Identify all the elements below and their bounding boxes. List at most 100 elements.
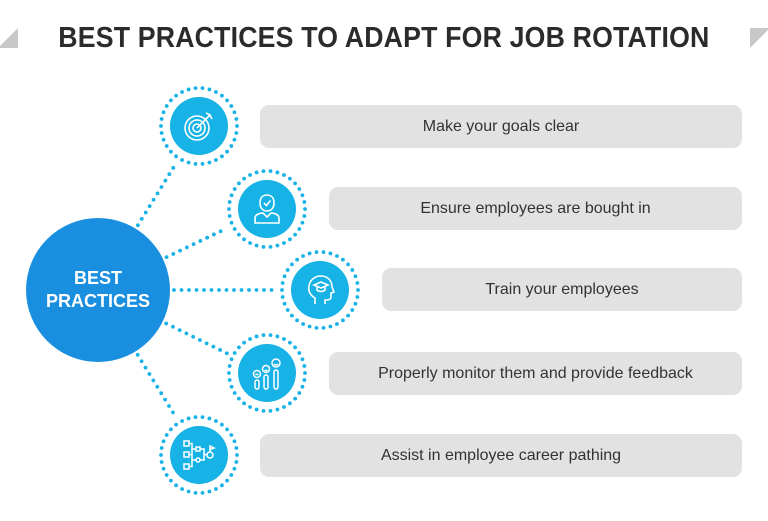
ring-dot [242,340,246,345]
ring-dot [214,158,218,162]
ring-dot [232,187,237,191]
practice-career: Assist in employee career pathing [260,434,742,477]
ring-dot [346,262,350,267]
ring-dot [346,313,350,318]
ring-dot [302,214,307,218]
ring-dot [282,274,287,279]
ring-dot [232,110,237,115]
connector-dot [139,217,144,221]
connector-dot [179,288,184,292]
ring-dot [254,407,259,412]
ring-dot [295,318,299,323]
ring-dot [248,337,252,341]
ring-dot [227,200,232,204]
ring-dot [193,415,198,420]
ring-dot [159,453,163,457]
practice-label: Train your employees [485,280,639,298]
ring-dot [314,250,319,255]
ring-dot [225,478,229,483]
ring-dot [261,333,266,338]
ring-dot [227,214,232,218]
ring-dot [280,288,284,292]
triangle-decoration-right [749,28,768,48]
ring-dot [220,422,224,427]
connector-dot [217,288,221,292]
ring-dot [321,325,326,330]
practice-train: Train your employees [382,268,742,311]
ring-dot [225,98,229,103]
ring-dot [227,378,232,382]
ring-dot [268,169,273,174]
ring-dot [174,154,178,159]
ring-dot [293,232,297,237]
ring-dot [237,396,241,401]
connector-dot [202,288,206,292]
connector-dot [184,331,189,336]
ring-dot [301,254,305,258]
connector-dot [171,165,176,170]
practice-bought-in: Ensure employees are bought in [329,187,742,230]
ring-dot [356,288,360,292]
connector-dot [204,341,209,346]
connector-dot [177,328,182,333]
ring-dot [232,351,237,355]
ring-dot [303,371,307,375]
ring-dot [186,87,191,92]
ring-dot [161,110,166,115]
career-path-icon [183,440,216,470]
ring-dot [159,460,164,464]
ring-dot [220,483,224,488]
practice-goals: Make your goals clear [260,105,742,148]
connector-dot [143,365,148,370]
ring-dot [300,193,305,198]
ring-dot [321,250,326,255]
practice-label: Make your goals clear [422,117,580,135]
ring-dot [282,337,286,341]
ring-dot [214,419,218,423]
connector-dot [224,288,229,292]
ring-dot [207,87,212,92]
connector-dot [254,288,259,292]
practice-label: Properly monitor them and provide feedba… [378,364,693,382]
ring-dot [300,384,305,389]
ring-dot [307,251,312,256]
ring-dot [161,466,166,471]
ring-dot [254,170,259,175]
ring-dot [268,408,273,413]
ring-dot [280,281,285,285]
ring-dot [248,405,252,409]
connector-dot [164,255,169,260]
connector-dot [171,410,175,415]
ring-dot [225,427,229,432]
connector-dot [191,334,196,339]
ring-dot [301,322,305,326]
ring-dot [328,251,333,256]
ring-dot [297,391,302,395]
ring-dot [254,334,259,339]
ring-dot [232,227,237,231]
ring-dot [341,318,345,323]
connector-dot [167,404,171,408]
ring-dot [232,466,237,471]
ring-dot [200,86,205,91]
ring-dot [159,131,164,135]
ring-dot [353,274,358,279]
connector-dot [171,324,175,329]
ring-dot [229,193,234,198]
connector-dot [147,204,152,209]
ring-dot [254,243,259,248]
ring-dot [242,401,246,406]
connector-dot [163,397,167,402]
ring-dot [232,439,237,444]
connector-dot [147,372,152,376]
ring-dot [193,490,198,495]
ring-dot [350,308,355,312]
ring-dot [261,244,266,249]
ring-dot [261,169,266,174]
ring-dot [220,93,224,98]
connector-dot [164,321,169,326]
ring-dot [280,295,285,299]
ring-dot [355,281,360,285]
connector-dot [218,229,223,234]
